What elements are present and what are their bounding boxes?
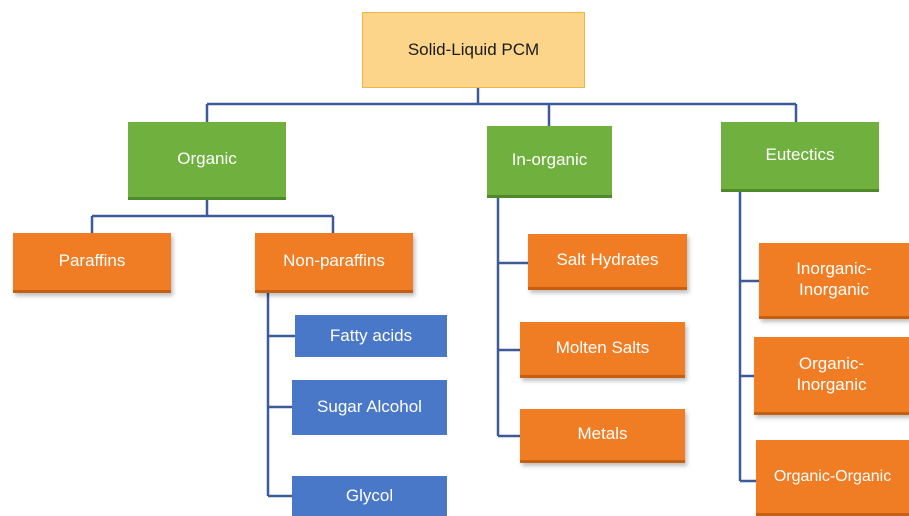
subclass-metals-label: Metals: [577, 424, 628, 444]
subclass-organic-inorganic: Organic- Inorganic: [754, 337, 909, 415]
leaf-fatty-acids-label: Fatty acids: [329, 325, 413, 345]
category-eutectics-label: Eutectics: [765, 145, 835, 165]
subclass-metals: Metals: [520, 409, 685, 463]
category-inorganic: In-organic: [487, 126, 612, 198]
subclass-inorganic-inorganic-label: Inorganic- Inorganic: [796, 259, 872, 299]
leaf-sugar-alcohol-label: Sugar Alcohol: [317, 397, 422, 417]
category-eutectics: Eutectics: [721, 122, 879, 192]
subclass-paraffins: Paraffins: [13, 233, 171, 293]
subclass-organic-organic: Organic-Organic: [756, 440, 909, 516]
subclass-paraffins-label: Paraffins: [58, 251, 126, 271]
subclass-non-paraffins: Non-paraffins: [255, 233, 413, 293]
subclass-organic-organic-label: Organic-Organic: [773, 467, 892, 485]
subclass-organic-inorganic-label: Organic- Inorganic: [796, 354, 867, 394]
subclass-non-paraffins-label: Non-paraffins: [283, 251, 385, 271]
subclass-salt-hydrates: Salt Hydrates: [528, 234, 687, 290]
subclass-molten-salts: Molten Salts: [520, 322, 685, 378]
subclass-inorganic-inorganic: Inorganic- Inorganic: [759, 243, 909, 319]
leaf-glycol: Glycol: [292, 476, 447, 516]
leaf-fatty-acids: Fatty acids: [295, 315, 447, 357]
leaf-sugar-alcohol: Sugar Alcohol: [292, 380, 447, 435]
category-organic-label: Organic: [177, 149, 237, 169]
leaf-glycol-label: Glycol: [345, 485, 394, 505]
category-inorganic-label: In-organic: [511, 150, 588, 170]
category-organic: Organic: [128, 122, 286, 200]
root-label: Solid-Liquid PCM: [407, 39, 540, 59]
root-node: Solid-Liquid PCM: [362, 12, 585, 88]
subclass-molten-salts-label: Molten Salts: [555, 338, 650, 358]
subclass-salt-hydrates-label: Salt Hydrates: [556, 250, 659, 270]
